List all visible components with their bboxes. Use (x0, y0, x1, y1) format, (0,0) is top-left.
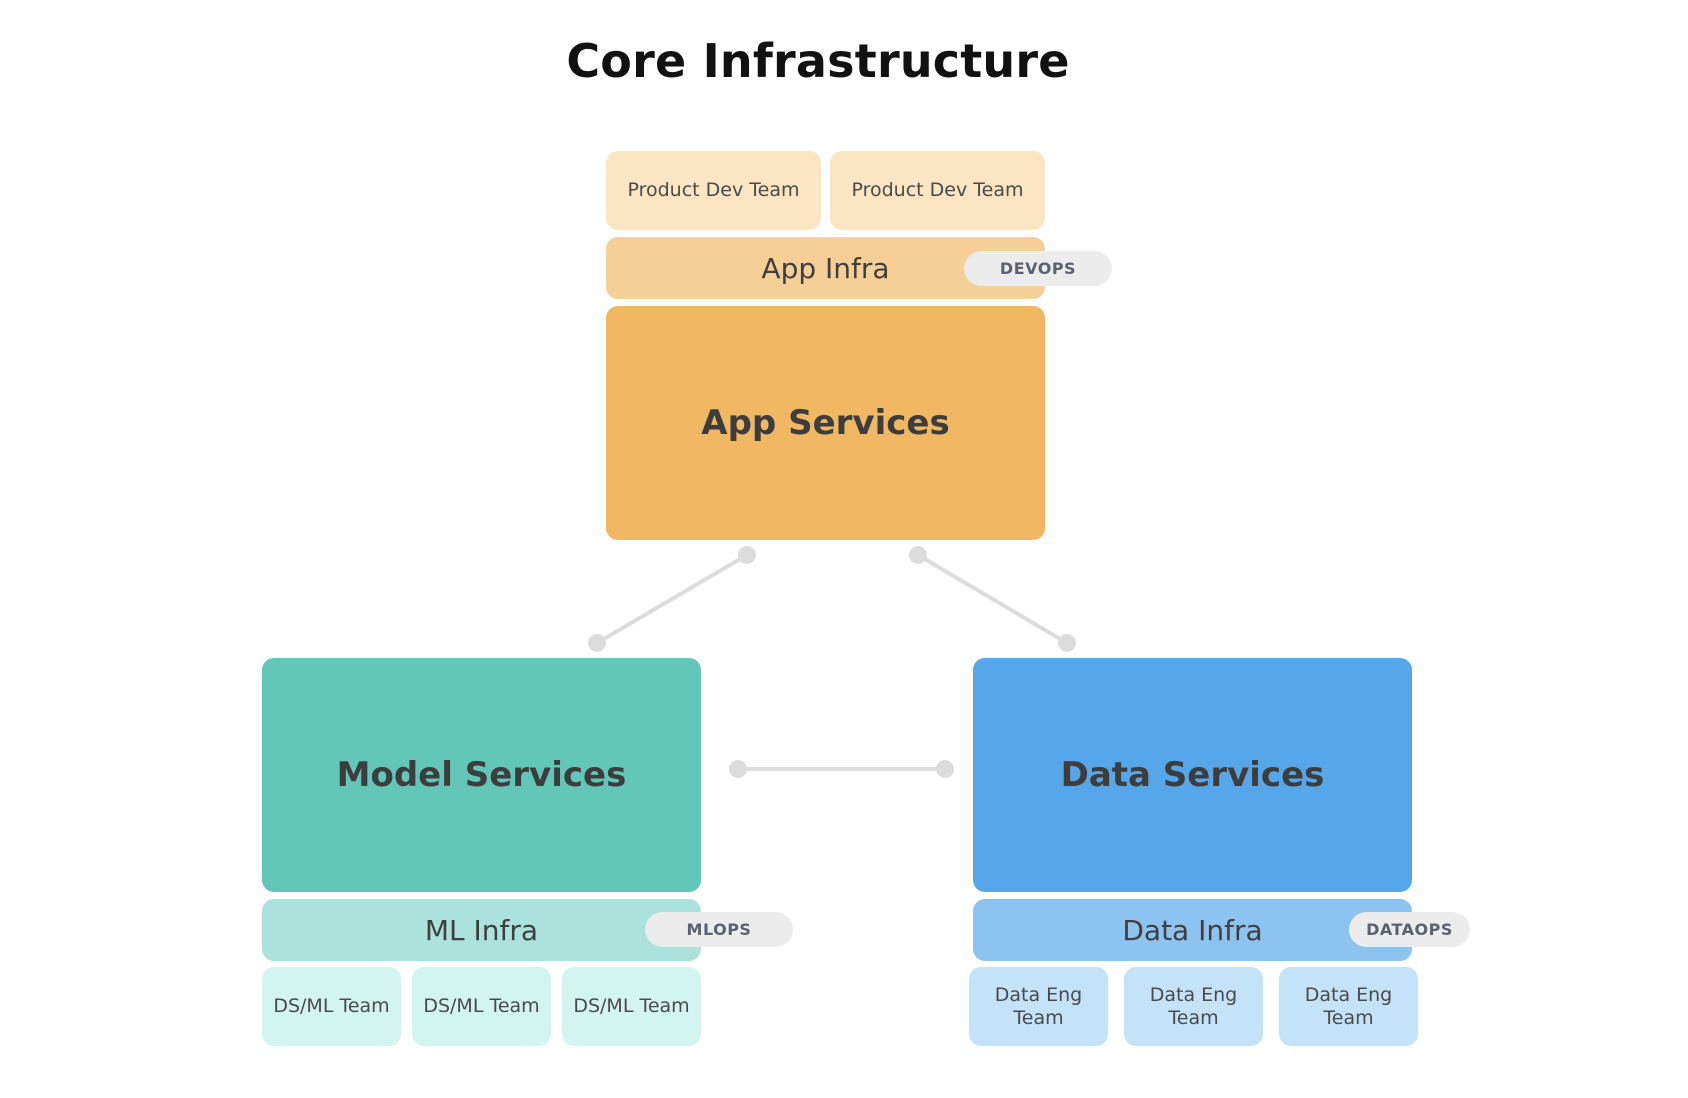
app-infra-box: App Infra (606, 237, 1045, 299)
dataops-badge: DATAOPS (1349, 912, 1470, 947)
dataops-badge-label: DATAOPS (1366, 920, 1453, 939)
data-infra-box: Data Infra (973, 899, 1412, 961)
app-team-box: Product Dev Team (830, 151, 1045, 230)
data-eng-team-label: Data Eng Team (1149, 983, 1238, 1029)
data-eng-team-label: Data Eng Team (994, 983, 1083, 1029)
ds-ml-team-label: DS/ML Team (423, 995, 540, 1017)
devops-badge-label: DEVOPS (999, 259, 1077, 278)
connector-app-model (595, 553, 749, 645)
app-team-box: Product Dev Team (606, 151, 821, 230)
app-infra-label: App Infra (761, 251, 890, 285)
data-eng-team-box: Data Eng Team (1124, 967, 1263, 1046)
connector-endpoint (738, 546, 756, 564)
diagram-title: Core Infrastructure (566, 34, 1070, 88)
ds-ml-team-box: DS/ML Team (562, 967, 701, 1046)
connector-endpoint (909, 546, 927, 564)
ml-infra-box: ML Infra (262, 899, 701, 961)
ds-ml-team-box: DS/ML Team (262, 967, 401, 1046)
mlops-badge: MLOPS (645, 912, 793, 947)
data-services-box: Data Services (973, 658, 1412, 892)
connector-app-data (916, 553, 1069, 645)
connector-endpoint (1058, 634, 1076, 652)
devops-badge: DEVOPS (964, 251, 1112, 286)
app-services-label: App Services (701, 403, 950, 443)
model-services-label: Model Services (336, 755, 627, 795)
model-services-box: Model Services (262, 658, 701, 892)
data-services-label: Data Services (1060, 755, 1325, 795)
data-eng-team-label: Data Eng Team (1304, 983, 1393, 1029)
connector-endpoint (729, 760, 747, 778)
app-team-label: Product Dev Team (851, 179, 1024, 201)
ds-ml-team-box: DS/ML Team (412, 967, 551, 1046)
data-eng-team-box: Data Eng Team (1279, 967, 1418, 1046)
connector-endpoint (936, 760, 954, 778)
app-services-box: App Services (606, 306, 1045, 540)
ds-ml-team-label: DS/ML Team (573, 995, 690, 1017)
data-eng-team-box: Data Eng Team (969, 967, 1108, 1046)
data-infra-label: Data Infra (1122, 913, 1263, 947)
ds-ml-team-label: DS/ML Team (273, 995, 390, 1017)
mlops-badge-label: MLOPS (686, 920, 752, 939)
app-team-label: Product Dev Team (627, 179, 800, 201)
connector-endpoint (588, 634, 606, 652)
ml-infra-label: ML Infra (424, 913, 539, 947)
